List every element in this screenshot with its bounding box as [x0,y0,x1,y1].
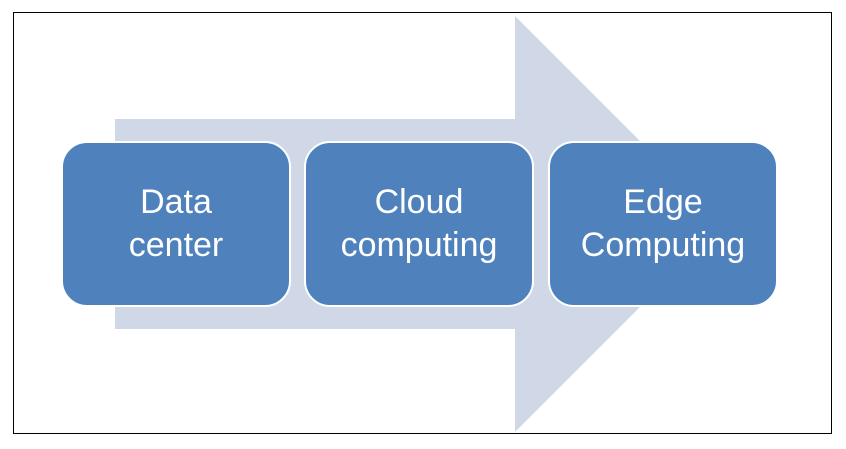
step-label-cloud-computing: Cloud computing [340,183,498,264]
step-label-data-center: Data center [128,183,224,264]
step-box-data-center: Data center [61,141,291,307]
step-box-edge-computing: Edge Computing [548,141,778,307]
step-box-cloud-computing: Cloud computing [304,141,534,307]
step-label-edge-computing: Edge Computing [580,183,746,264]
